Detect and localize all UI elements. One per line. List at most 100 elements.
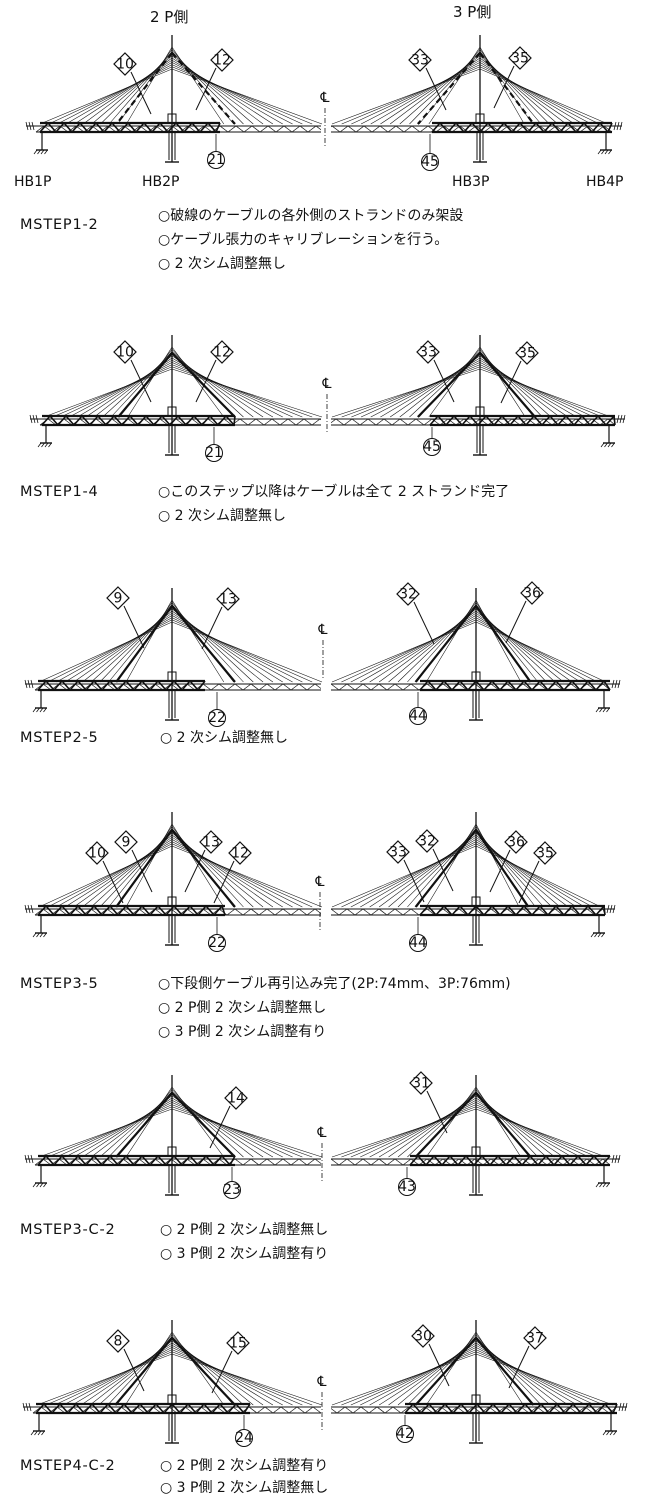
tower-3p-cable — [370, 59, 481, 125]
deck-truss-diagonal — [280, 1406, 290, 1414]
deck-truss-diagonal — [218, 908, 228, 916]
tower-3p-saddle — [475, 113, 485, 124]
tower-2p-cable — [171, 608, 264, 683]
tower-3p-cable — [475, 1099, 573, 1158]
cable-number-diamond-label: 14 — [227, 1091, 245, 1107]
tower-3p-cable — [475, 1353, 614, 1406]
block-number-circle-label: 42 — [396, 1426, 414, 1442]
deck-truss-diagonal — [410, 683, 420, 691]
tower-3p-cable — [397, 830, 477, 908]
centerline-symbol: ℄ — [322, 376, 332, 392]
completed-truss-diagonal — [87, 122, 97, 133]
completed-truss-diagonal — [444, 1403, 454, 1414]
tower-2p-cable — [60, 364, 173, 418]
completed-truss-diagonal — [587, 905, 597, 916]
completed-truss-diagonal — [500, 1403, 510, 1414]
cable-number-diamond — [224, 1086, 248, 1110]
step-label: MSTEP2-5 — [20, 730, 99, 746]
completed-truss-diagonal — [404, 1403, 414, 1414]
cable-leader-line — [195, 67, 217, 111]
deck-truss-diagonal — [386, 683, 396, 691]
completed-truss-diagonal — [543, 122, 553, 133]
cable-number-diamond — [199, 830, 223, 854]
completed-truss-diagonal — [113, 415, 123, 426]
deck-truss-diagonal — [386, 1158, 396, 1166]
completed-truss-diagonal — [183, 122, 193, 133]
end-support-1p-hatch — [32, 1182, 37, 1188]
completed-truss-diagonal — [565, 415, 575, 426]
tower-3p-cable — [475, 845, 602, 908]
end-support-1p-hatch — [39, 1182, 44, 1188]
completed-truss-diagonal — [49, 415, 59, 426]
completed-truss-diagonal — [157, 905, 167, 916]
tower-2p-cable — [171, 353, 254, 418]
block-number-circle — [208, 934, 226, 952]
tower-2p-active-cable — [115, 1092, 173, 1158]
tower-3p-cable — [475, 604, 539, 683]
end-bearing-hatch — [613, 121, 617, 131]
completed-truss-diagonal — [443, 905, 453, 916]
completed-truss-diagonal — [605, 415, 615, 426]
completed-truss-diagonal — [133, 680, 143, 691]
tower-2p-cable — [100, 53, 173, 125]
completed-truss-diagonal — [171, 1403, 181, 1414]
tower-3p-cable — [475, 839, 577, 908]
completed-truss-diagonal — [149, 1155, 159, 1166]
deck-truss-diagonal — [423, 418, 433, 426]
completed-truss-diagonal — [499, 905, 509, 916]
deck-truss-diagonal — [331, 125, 341, 133]
completed-truss-diagonal — [572, 1403, 582, 1414]
deck-truss-diagonal — [290, 908, 300, 916]
completed-truss-diagonal — [567, 122, 577, 133]
end-bearing-hatch — [35, 414, 39, 424]
deck-truss-diagonal — [370, 908, 380, 916]
end-support-4p-hatch — [601, 932, 605, 938]
cable-number-diamond-label: 31 — [412, 1076, 430, 1092]
deck-truss-diagonal — [251, 125, 261, 133]
tower-3p-cable — [350, 841, 477, 908]
deck-truss-diagonal — [296, 1406, 306, 1414]
tower-2p-cable — [171, 1340, 264, 1406]
centerline-symbol: ℄ — [320, 90, 330, 106]
end-bearing-hatch — [622, 414, 626, 424]
end-bearing-hatch — [27, 1154, 31, 1164]
tower-3p-cable — [409, 351, 481, 418]
completed-truss-diagonal — [173, 905, 183, 916]
completed-truss-diagonal — [441, 1155, 451, 1166]
tower-2p-cable — [171, 1093, 254, 1158]
completed-truss-diagonal — [133, 1155, 143, 1166]
completed-truss-diagonal — [125, 1155, 135, 1166]
tower-3p-cable — [479, 357, 569, 418]
tower-2p-cable — [57, 64, 173, 125]
tower-3p-cable — [475, 621, 607, 683]
end-bearing-hatch — [22, 1402, 26, 1412]
tower-3p-cable — [341, 619, 477, 683]
completed-truss-diagonal — [211, 1403, 221, 1414]
completed-truss-diagonal — [225, 415, 235, 426]
completed-truss-diagonal — [141, 680, 151, 691]
cable-number-diamond-label: 10 — [116, 345, 134, 361]
completed-truss-diagonal — [71, 122, 81, 133]
tower-2p-cable — [69, 362, 173, 418]
block-number-circle-label: 21 — [205, 445, 223, 461]
deck-truss-diagonal — [242, 908, 252, 916]
end-support-1p-hatch — [34, 1430, 38, 1436]
cable-number-diamond — [386, 840, 410, 864]
deck-truss-diagonal — [282, 908, 292, 916]
completed-truss-diagonal — [221, 905, 226, 916]
deck-truss-diagonal — [415, 418, 425, 426]
tower-2p-active-cable — [171, 829, 236, 908]
tower-2p-cable — [171, 1344, 283, 1406]
completed-truss-diagonal — [579, 905, 589, 916]
completed-truss-diagonal — [573, 415, 583, 426]
tower-3p-cable — [479, 55, 558, 125]
end-support-1p-hatch — [39, 932, 44, 938]
completed-truss-diagonal — [161, 415, 171, 426]
completed-truss-diagonal — [483, 680, 493, 691]
tower-3p-saddle — [471, 896, 481, 907]
centerline-symbol: ℄ — [317, 1125, 327, 1141]
tower-2p-cable — [171, 843, 313, 908]
tower-2p-cable — [171, 62, 293, 125]
completed-truss-diagonal — [117, 1155, 127, 1166]
